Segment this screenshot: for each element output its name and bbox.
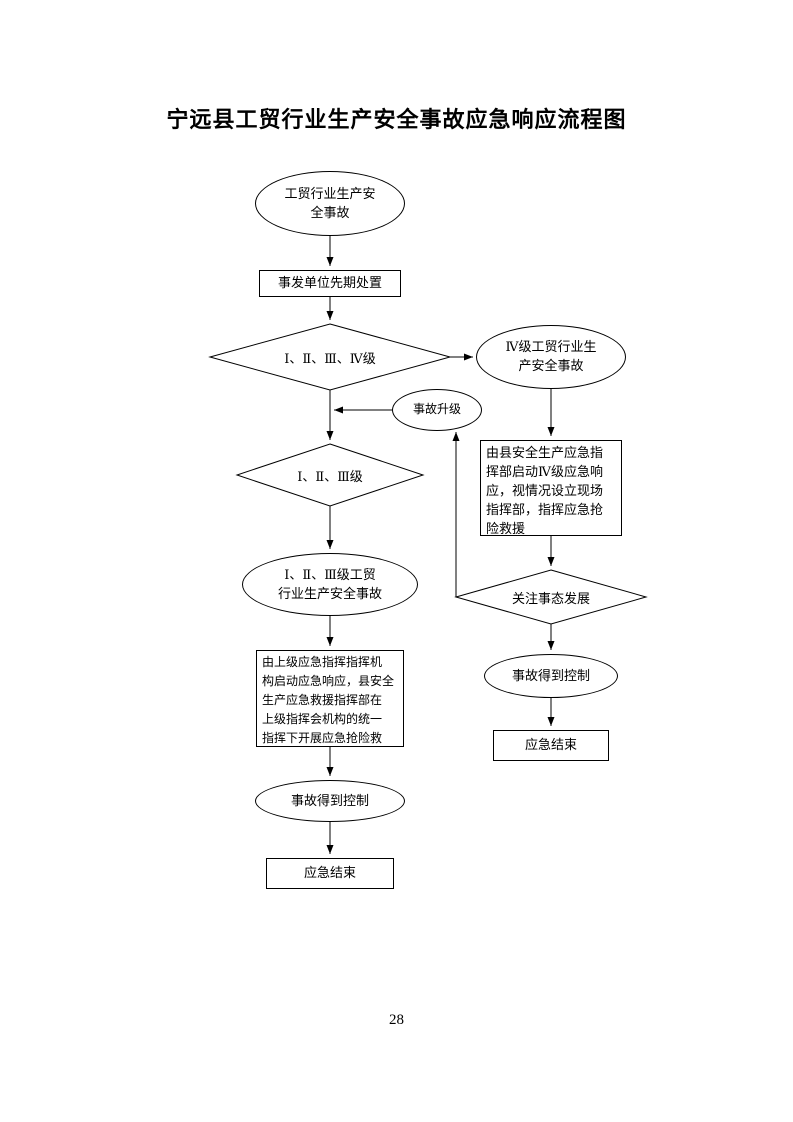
node-start-label: 工贸行业生产安 全事故 bbox=[284, 185, 376, 220]
node-level4-event-label: Ⅳ级工贸行业生 产安全事故 bbox=[505, 339, 597, 373]
monitor-diamond bbox=[454, 569, 648, 625]
node-initial-response: 事发单位先期处置 bbox=[259, 270, 401, 297]
node-controlled-left-label: 事故得到控制 bbox=[290, 792, 369, 808]
node-monitor: 关注事态发展 bbox=[471, 585, 631, 609]
node-end-left-label: 应急结束 bbox=[303, 865, 356, 881]
node-escalation: 事故升级 bbox=[392, 389, 482, 431]
decision1-diamond bbox=[208, 323, 452, 391]
node-end-left: 应急结束 bbox=[266, 858, 394, 889]
node-level-decision-all: Ⅰ、Ⅱ、Ⅲ、Ⅳ级 bbox=[230, 345, 430, 369]
node-escalation-label: 事故升级 bbox=[412, 402, 461, 417]
node-higher-response: 由上级应急指挥指挥机 构启动应急响应，县安全 生产应急救援指挥部在 上级指挥会机… bbox=[256, 650, 404, 747]
node-county-response-label: 由县安全生产应急指 挥部启动Ⅳ级应急响 应，视情况设立现场 指挥部，指挥应急抢 … bbox=[486, 445, 604, 536]
node-controlled-right: 事故得到控制 bbox=[484, 654, 618, 698]
node-level-decision-123: Ⅰ、Ⅱ、Ⅲ级 bbox=[250, 463, 410, 487]
node-level-decision-all-label: Ⅰ、Ⅱ、Ⅲ、Ⅳ级 bbox=[284, 350, 376, 366]
decision2-diamond bbox=[235, 443, 425, 507]
node-initial-response-label: 事发单位先期处置 bbox=[277, 275, 382, 291]
node-end-right: 应急结束 bbox=[493, 730, 609, 761]
node-controlled-left: 事故得到控制 bbox=[255, 780, 405, 822]
page-title: 宁远县工贸行业生产安全事故应急响应流程图 bbox=[166, 107, 627, 132]
node-controlled-right-label: 事故得到控制 bbox=[511, 667, 590, 683]
node-end-right-label: 应急结束 bbox=[524, 737, 577, 753]
node-county-response: 由县安全生产应急指 挥部启动Ⅳ级应急响 应，视情况设立现场 指挥部，指挥应急抢 … bbox=[480, 440, 622, 536]
node-start: 工贸行业生产安 全事故 bbox=[255, 171, 405, 236]
node-level123-event-label: Ⅰ、Ⅱ、Ⅲ级工贸 行业生产安全事故 bbox=[277, 566, 382, 601]
node-monitor-label: 关注事态发展 bbox=[511, 590, 590, 606]
node-level123-event: Ⅰ、Ⅱ、Ⅲ级工贸 行业生产安全事故 bbox=[242, 553, 418, 616]
page-number: 28 bbox=[389, 1012, 404, 1028]
node-level4-event: Ⅳ级工贸行业生 产安全事故 bbox=[476, 325, 626, 389]
node-higher-response-label: 由上级应急指挥指挥机 构启动应急响应，县安全 生产应急救援指挥部在 上级指挥会机… bbox=[262, 655, 395, 745]
node-level-decision-123-label: Ⅰ、Ⅱ、Ⅲ级 bbox=[297, 468, 363, 484]
